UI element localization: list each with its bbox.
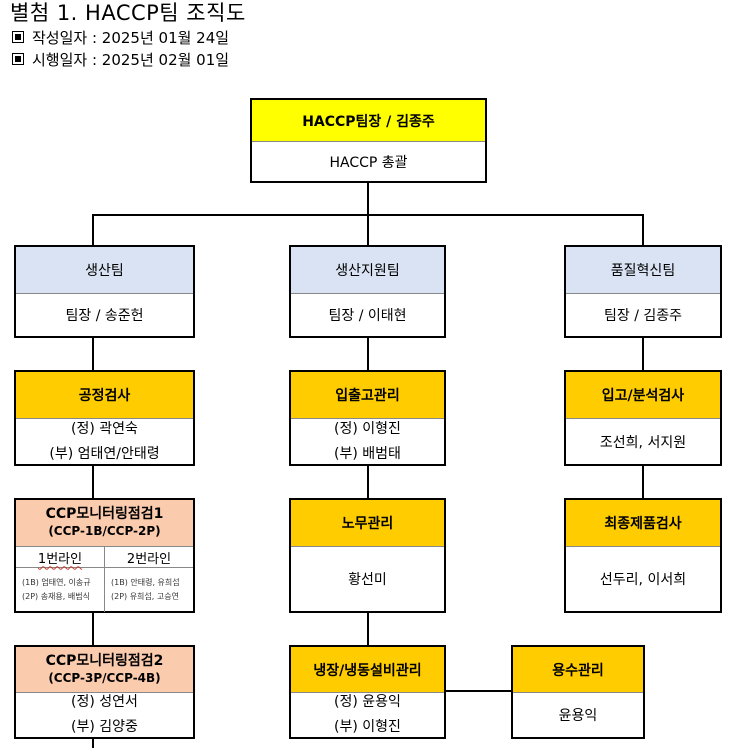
water-title: 용수관리 [513,647,643,693]
production-team-lead: 팀장 / 송준헌 [65,308,144,324]
final-inspection-people: 선두리, 이서희 [599,572,687,588]
ccp2-title: CCP모니터링점검2 [45,652,164,669]
ccp1-box: CCP모니터링점검1 (CCP-1B/CCP-2P) 1번라인 (1B) 엄태연… [14,498,195,613]
process-inspection-secondary: (부) 엄태연/안태령 [49,445,160,462]
ccp1-line2-row1: (1B) 안태령, 유희섭 [111,578,180,587]
incoming-inspection-box: 입고/분석검사 조선희, 서지원 [564,370,722,466]
process-inspection-title: 공정검사 [16,372,193,419]
created-date: 작성일자 : 2025년 01월 24일 [12,27,229,48]
connector-quality-up [642,214,644,246]
ccp2-subtitle: (CCP-3P/CCP-4B) [48,670,161,685]
connector-process-ccp1 [92,465,94,499]
connector-production-process [92,337,94,371]
water-person: 윤용익 [558,708,598,724]
connector-ccp1-ccp2 [92,612,94,646]
leader-role: HACCP 총괄 [329,154,408,171]
connector-leader-down [367,182,369,216]
support-team-box: 생산지원팀 팀장 / 이태현 [289,245,446,338]
warehouse-title: 입출고관리 [291,372,444,419]
ccp1-line1-row2: (2P) 송재용, 배범식 [22,592,90,601]
connector-labor-refrigeration [367,612,369,646]
ccp2-box: CCP모니터링점검2 (CCP-3P/CCP-4B) (정) 성연서 (부) 김… [14,645,195,739]
ccp1-line2-row2: (2P) 유희섭, 고승연 [111,592,179,601]
ccp2-primary: (정) 성연서 [71,694,138,710]
process-inspection-primary: (정) 곽연숙 [71,420,138,437]
quality-team-lead: 팀장 / 김종주 [603,308,683,324]
effective-date: 시행일자 : 2025년 02월 01일 [12,49,229,70]
connector-refrigeration-water [446,690,512,692]
connector-quality-incoming [642,337,644,371]
final-inspection-box: 최종제품검사 선두리, 이서희 [564,498,722,613]
refrigeration-primary: (정) 윤용익 [334,694,401,710]
checkbox-square-icon [12,53,24,65]
labor-title: 노무관리 [291,500,444,547]
warehouse-secondary: (부) 배범태 [334,445,401,462]
support-team-title: 생산지원팀 [291,247,444,294]
process-inspection-box: 공정검사 (정) 곽연숙 (부) 엄태연/안태령 [14,370,195,466]
ccp1-line2-label: 2번라인 [105,547,193,568]
refrigeration-title: 냉장/냉동설비관리 [291,647,444,693]
connector-support-up [367,214,369,246]
refrigeration-secondary: (부) 이형진 [334,719,401,735]
leader-box: HACCP팀장 / 김종주 HACCP 총괄 [250,98,487,183]
support-team-lead: 팀장 / 이태현 [328,308,407,324]
incoming-inspection-title: 입고/분석검사 [566,372,720,419]
leader-title: HACCP팀장 / 김종주 [252,100,485,142]
incoming-inspection-people: 조선희, 서지원 [599,434,687,451]
warehouse-primary: (정) 이형진 [334,420,401,437]
labor-person: 황선미 [348,572,387,588]
connector-support-warehouse [367,337,369,371]
production-team-box: 생산팀 팀장 / 송준헌 [14,245,195,338]
ccp1-line1-row1: (1B) 엄태연, 이송규 [22,578,91,587]
connector-production-up [92,214,94,246]
labor-box: 노무관리 황선미 [289,498,446,613]
final-inspection-title: 최종제품검사 [566,500,720,547]
quality-team-title: 품질혁신팀 [566,247,720,294]
water-box: 용수관리 윤용익 [511,645,645,739]
connector-incoming-final [642,465,644,499]
ccp1-header: CCP모니터링점검1 (CCP-1B/CCP-2P) [16,500,193,546]
production-team-title: 생산팀 [16,247,193,294]
connector-warehouse-labor [367,465,369,499]
refrigeration-box: 냉장/냉동설비관리 (정) 윤용익 (부) 이형진 [289,645,446,739]
connector-ccp2-down [92,738,94,748]
quality-team-box: 품질혁신팀 팀장 / 김종주 [564,245,722,338]
warehouse-box: 입출고관리 (정) 이형진 (부) 배범태 [289,370,446,466]
ccp2-secondary: (부) 김양중 [71,719,138,735]
ccp1-subtitle: (CCP-1B/CCP-2P) [48,524,161,538]
ccp2-header: CCP모니터링점검2 (CCP-3P/CCP-4B) [16,647,193,693]
checkbox-square-icon [12,31,24,43]
ccp1-line1-label: 1번라인 [16,547,104,568]
ccp1-title: CCP모니터링점검1 [45,506,164,522]
page-title: 별첨 1. HACCP팀 조직도 [10,1,246,25]
